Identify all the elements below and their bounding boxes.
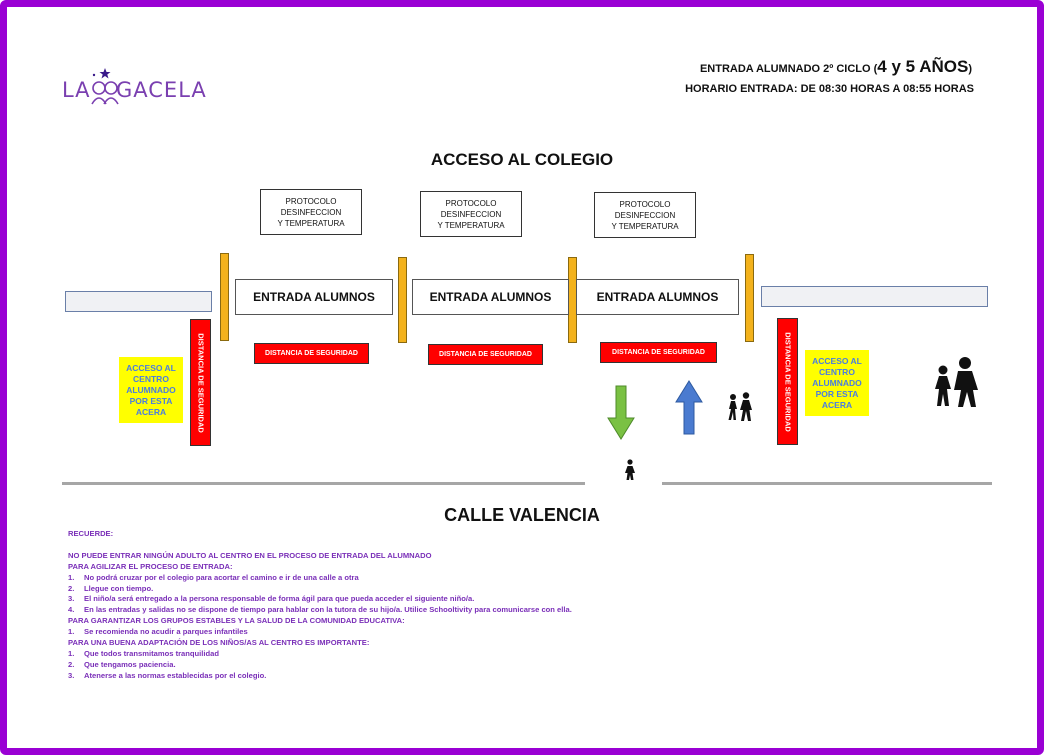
access-sign-line: ACERA [135, 406, 167, 417]
notes-item-number: 1. [68, 572, 75, 582]
safety-distance-label: DISTANCIA DE SEGURIDAD [600, 342, 717, 363]
protocol-line: PROTOCOLO [619, 199, 671, 209]
notes-item: 2. Que tengamos paciencia. [68, 660, 572, 671]
gate-post [398, 257, 407, 343]
protocol-line: PROTOCOLO [285, 196, 337, 206]
notes-section-title: PARA UNA BUENA ADAPTACIÓN DE LOS NIÑOS/A… [68, 638, 370, 648]
protocol-line: DESINFECCION [614, 210, 676, 220]
notes-item-number: 3. [68, 594, 75, 604]
sidewalk-left [65, 291, 212, 312]
entry-title-suffix: ) [968, 63, 972, 75]
entrance-box: ENTRADA ALUMNOS [412, 279, 569, 315]
notes-item-number: 1. [68, 648, 75, 658]
child-icon [625, 459, 635, 480]
notes-item: 3. Atenerse a las normas establecidas por… [68, 671, 572, 682]
access-sign-line: CENTRO [819, 366, 855, 377]
access-sign-line: ALUMNADO [812, 377, 862, 388]
notes-item-text: El niño/a será entregado a la persona re… [84, 594, 475, 604]
notes-item-number: 1. [68, 627, 75, 637]
gate-post [745, 254, 754, 342]
notes-item-number: 2. [68, 583, 75, 593]
safety-distance-label: DISTANCIA DE SEGURIDAD [428, 344, 543, 365]
entry-schedule: HORARIO ENTRADA: DE 08:30 HORAS A 08:55 … [685, 83, 974, 95]
logo-la-text: LA [62, 78, 91, 102]
vertical-safety-distance: DISTANCIA DE SEGURIDAD [777, 318, 798, 445]
notes-item-text: No podrá cruzar por el colegio para acor… [84, 572, 359, 582]
entry-title-ages: 4 y 5 AÑOS [877, 57, 969, 76]
notes-item: 1. No podrá cruzar por el colegio para ac… [68, 573, 572, 584]
access-sign-line: ACERA [821, 399, 853, 410]
vertical-safety-text: DISTANCIA DE SEGURIDAD [783, 331, 792, 432]
access-sign-line: CENTRO [133, 373, 169, 384]
protocol-line: Y TEMPERATURA [277, 218, 345, 228]
notes-item-number: 4. [68, 605, 75, 615]
street-name: CALLE VALENCIA [444, 505, 600, 525]
notes-item-text: En las entradas y salidas no se dispone … [84, 605, 572, 615]
notes-item-text: Llegue con tiempo. [84, 583, 154, 593]
road-line-right [662, 482, 992, 485]
protocol-line: Y TEMPERATURA [611, 221, 679, 231]
notes-item-text: Que todos transmitamos tranquilidad [84, 648, 220, 658]
logo-gacela-text: GACELA [116, 78, 207, 102]
vertical-safety-distance: DISTANCIA DE SEGURIDAD [190, 319, 211, 446]
notes-item: 3. El niño/a será entregado a la persona … [68, 594, 572, 605]
notes-item-number: 3. [68, 670, 75, 680]
protocol-line: DESINFECCION [440, 209, 502, 219]
school-logo: LA GACELA [62, 62, 222, 106]
notes-item-text: Atenerse a las normas establecidas por e… [84, 670, 267, 680]
notes-item-number: 2. [68, 659, 75, 669]
access-sign-line: ALUMNADO [126, 384, 176, 395]
notes-item: 4. En las entradas y salidas no se dispon… [68, 605, 572, 616]
notes-item-text: Que tengamos paciencia. [84, 659, 176, 669]
notes-item-text: Se recomienda no acudir a parques infant… [84, 627, 248, 637]
diagram-title: ACCESO AL COLEGIO [430, 150, 614, 169]
up-arrow-icon [675, 380, 703, 435]
notes-section-title: PARA GARANTIZAR LOS GRUPOS ESTABLES Y LA… [68, 616, 405, 626]
logo-children-icon [91, 68, 119, 105]
notes-item: 2. Llegue con tiempo. [68, 584, 572, 595]
notes-item: 1. Que todos transmitamos tranquilidad [68, 649, 572, 660]
adult-child-icon [935, 357, 978, 407]
entrance-box: ENTRADA ALUMNOS [576, 279, 739, 315]
notes-item: 1. Se recomienda no acudir a parques infa… [68, 627, 572, 638]
access-sign-line: ACCESO AL [812, 355, 862, 366]
notes-reminder: RECUERDE: [68, 529, 114, 538]
pedestrians-icon [728, 392, 752, 421]
gate-post [220, 253, 229, 341]
down-arrow-icon [607, 385, 635, 440]
protocol-line: DESINFECCION [280, 207, 342, 217]
notes-section: RECUERDE: NO PUEDE ENTRAR NINGÚN ADULTO … [68, 529, 572, 682]
access-sign-line: POR ESTA [815, 388, 859, 399]
entry-title: ENTRADA ALUMNADO 2º CICLO (4 y 5 AÑOS) [700, 57, 972, 77]
sidewalk-right [761, 286, 988, 307]
entry-title-prefix: ENTRADA ALUMNADO 2º CICLO ( [699, 63, 878, 75]
road-line-left [62, 482, 585, 485]
vertical-safety-text: DISTANCIA DE SEGURIDAD [196, 332, 205, 433]
protocol-line: Y TEMPERATURA [437, 220, 505, 230]
protocol-line: PROTOCOLO [445, 198, 497, 208]
notes-section-title: PARA AGILIZAR EL PROCESO DE ENTRADA: [68, 561, 233, 571]
access-sign-line: ACCESO AL [126, 362, 176, 373]
notes-no-adult: NO PUEDE ENTRAR NINGÚN ADULTO AL CENTRO … [68, 550, 432, 560]
safety-distance-label: DISTANCIA DE SEGURIDAD [254, 343, 369, 364]
entrance-box: ENTRADA ALUMNOS [235, 279, 393, 315]
access-sign-line: POR ESTA [129, 395, 173, 406]
